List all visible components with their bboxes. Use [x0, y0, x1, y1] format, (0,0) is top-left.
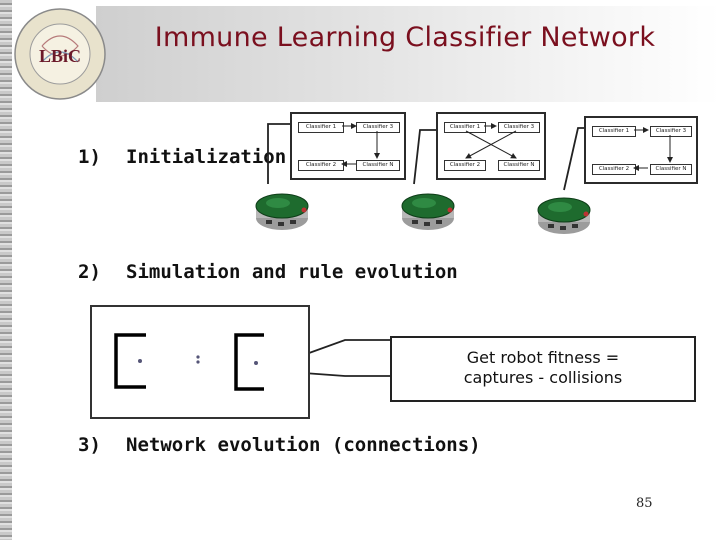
arena-robot-dot — [254, 361, 258, 365]
fitness-callout: Get robot fitness = captures - collision… — [390, 336, 696, 402]
arena-robot-dot — [138, 359, 142, 363]
classifier-box: Classifier 1 — [298, 122, 344, 133]
step-label-simulation: Simulation and rule evolution — [126, 261, 458, 283]
step-label-network-evolution: Network evolution (connections) — [126, 434, 481, 456]
lbic-logo: LBiC — [14, 8, 106, 100]
step-number-2: 2) — [78, 261, 101, 283]
step-label-initialization: Initialization — [126, 146, 287, 168]
classifier-box: Classifier N — [498, 160, 540, 171]
classifier-box: Classifier 1 — [444, 122, 486, 133]
callout-line-2: captures - collisions — [463, 368, 623, 387]
robot-icon — [401, 193, 455, 230]
robot-network-link — [267, 123, 290, 184]
arena-robot-dot — [196, 355, 200, 359]
simulation-arena — [90, 305, 310, 419]
classifier-network-3: Classifier 1 Classifier 3 Classifier 2 C… — [584, 116, 698, 184]
classifier-box: Classifier N — [650, 164, 692, 175]
classifier-box: Classifier 3 — [498, 122, 540, 133]
robot-network-link — [413, 129, 436, 185]
classifier-box: Classifier 3 — [650, 126, 692, 137]
classifier-box: Classifier 1 — [592, 126, 636, 137]
arena-robot-dot — [196, 360, 200, 364]
callout-line-1: Get robot fitness = — [466, 348, 620, 367]
arena-wall — [234, 333, 264, 391]
arena-walls — [114, 333, 264, 391]
logo-text: LBiC — [39, 46, 81, 66]
page-number: 85 — [636, 496, 653, 511]
page-title: Immune Learning Classifier Network — [154, 22, 656, 53]
classifier-box: Classifier N — [356, 160, 400, 171]
arena-wall — [114, 333, 146, 389]
robot-icon — [255, 193, 309, 230]
classifier-box: Classifier 2 — [444, 160, 486, 171]
robot-icon — [537, 197, 591, 234]
header-bar — [96, 6, 720, 102]
step-number-1: 1) — [78, 146, 101, 168]
classifier-network-1: Classifier 1 Classifier 3 Classifier 2 C… — [290, 112, 406, 180]
robot-network-link — [563, 127, 584, 191]
left-border-decoration — [0, 0, 12, 540]
step-number-3: 3) — [78, 434, 101, 456]
network-connection — [465, 130, 517, 159]
